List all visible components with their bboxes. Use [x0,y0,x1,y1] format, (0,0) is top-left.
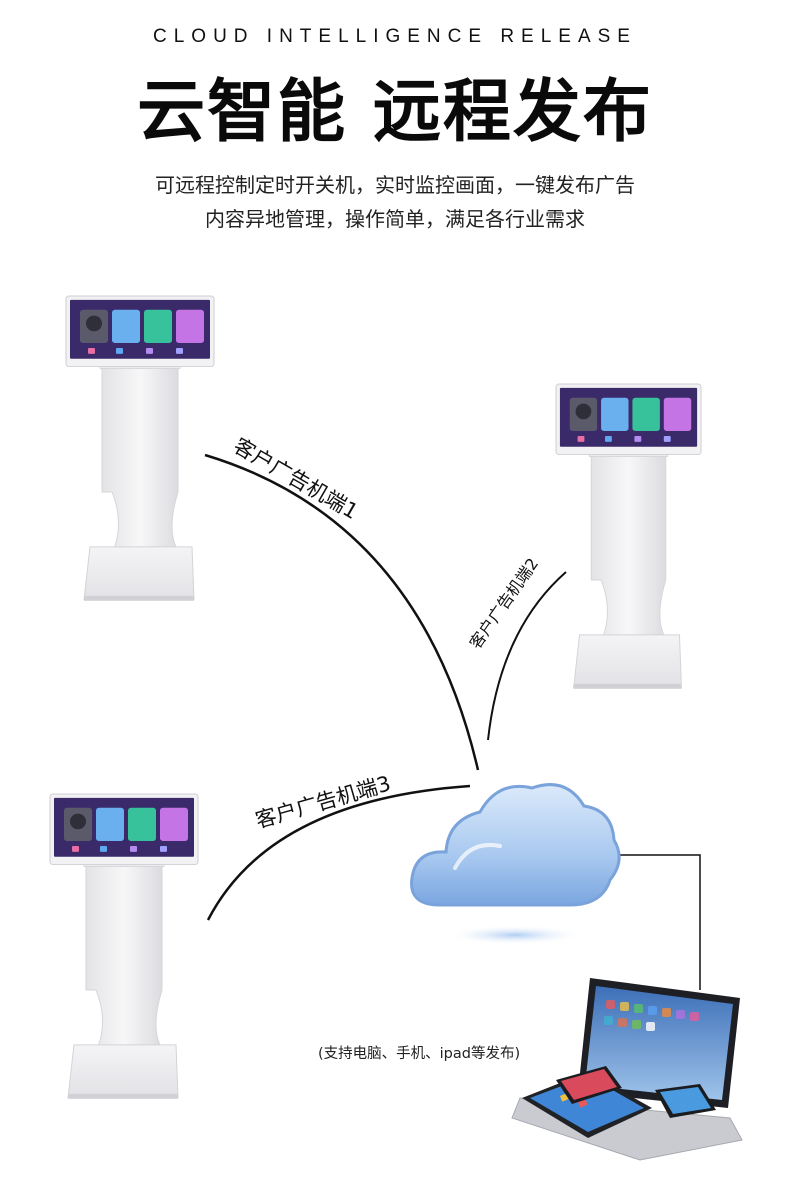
publishing-devices [511,978,743,1161]
subtitle-line-2: 内容异地管理，操作简单，满足各行业需求 [205,207,585,231]
connection-line-devices [616,854,701,990]
subtitle-line-1: 可远程控制定时开关机，实时监控画面，一键发布广告 [155,173,635,197]
kiosk-3 [49,793,199,1100]
devices-caption: (支持电脑、手机、ipad等发布) [318,1046,521,1062]
page-subtitle: 可远程控制定时开关机，实时监控画面，一键发布广告 内容异地管理，操作简单，满足各… [0,168,790,236]
kiosk-2 [555,383,702,690]
eyebrow-text: CLOUD INTELLIGENCE RELEASE [153,26,637,47]
client-label-2: 客户广告机端2 [466,554,542,652]
connection-line-3 [206,784,471,921]
client-label-1: 客户广告机端1 [230,434,363,524]
cloud-icon [410,783,621,945]
kiosk-1 [65,295,215,602]
connection-line-2 [487,571,567,741]
page-title: 云智能 远程发布 [137,73,653,152]
connection-line-1 [204,453,480,771]
